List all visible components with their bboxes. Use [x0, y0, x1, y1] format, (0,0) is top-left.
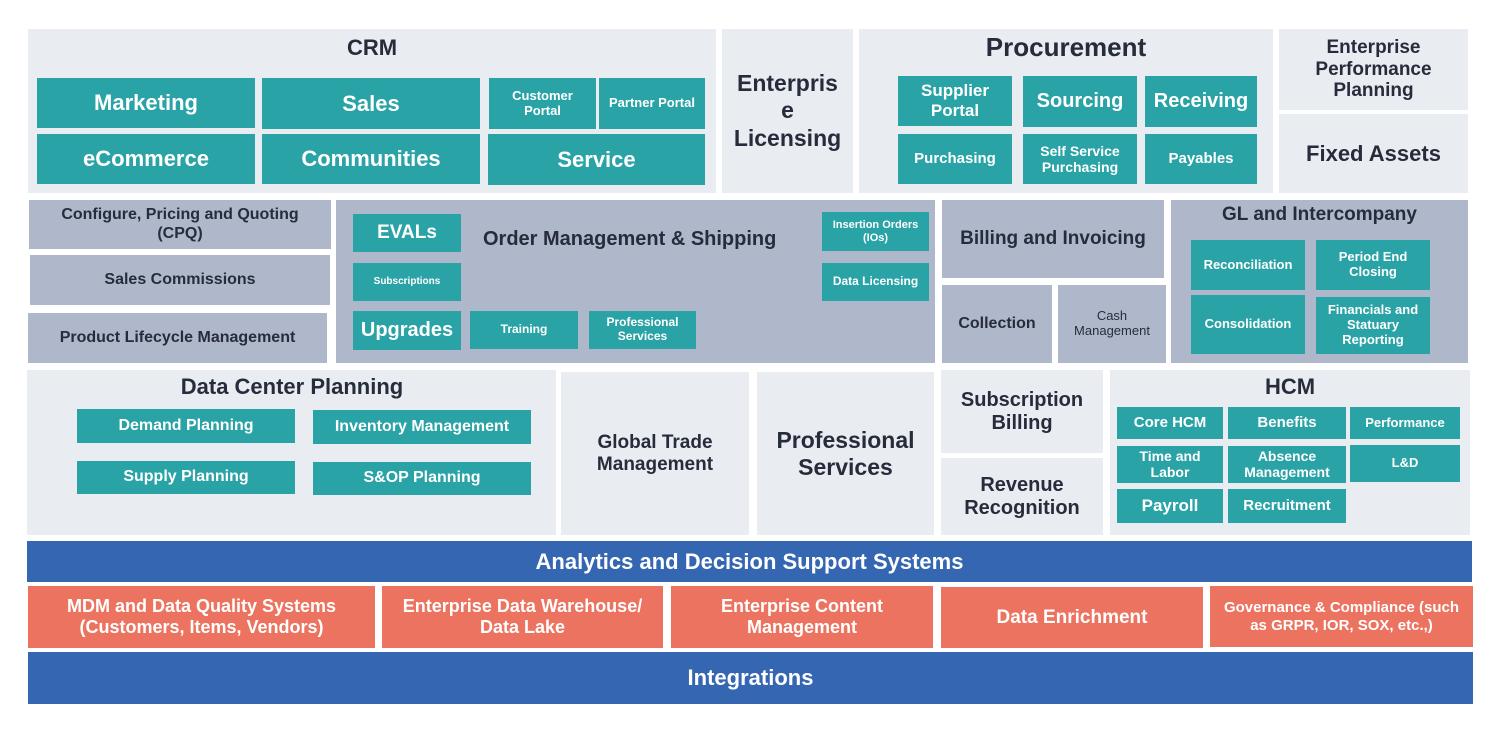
order-training[interactable]: Training [470, 311, 578, 349]
global-trade-management[interactable]: Global Trade Management [561, 372, 749, 535]
procurement-receiving[interactable]: Receiving [1145, 76, 1257, 127]
revenue-recognition[interactable]: Revenue Recognition [941, 458, 1103, 535]
dcp-sop-planning[interactable]: S&OP Planning [313, 462, 531, 495]
cash-management[interactable]: Cash Management [1058, 285, 1166, 363]
hcm-benefits[interactable]: Benefits [1228, 407, 1346, 439]
order-management-title: Order Management & Shipping [483, 228, 777, 250]
order-upgrades[interactable]: Upgrades [353, 311, 461, 350]
data-center-planning-title: Data Center Planning [180, 374, 404, 399]
cpq[interactable]: Configure, Pricing and Quoting (CPQ) [29, 200, 331, 249]
billing-and-invoicing[interactable]: Billing and Invoicing [942, 200, 1164, 278]
enterprise-licensing[interactable]: Enterpris e Licensing [722, 29, 853, 193]
order-evals[interactable]: EVALs [353, 214, 461, 252]
crm-customer-portal[interactable]: Customer Portal [489, 78, 596, 129]
analytics-and-decision-support[interactable]: Analytics and Decision Support Systems [27, 541, 1472, 582]
enterprise-performance-planning[interactable]: Enterprise Performance Planning [1279, 29, 1468, 110]
hcm-payroll[interactable]: Payroll [1117, 489, 1223, 523]
crm-service[interactable]: Service [488, 134, 705, 185]
procurement-purchasing[interactable]: Purchasing [898, 134, 1012, 184]
enterprise-content-management[interactable]: Enterprise Content Management [671, 586, 933, 648]
procurement-supplier-portal[interactable]: Supplier Portal [898, 76, 1012, 126]
product-lifecycle-management[interactable]: Product Lifecycle Management [28, 313, 327, 363]
subscription-billing[interactable]: Subscription Billing [941, 370, 1103, 453]
hcm-time-and-labor[interactable]: Time and Labor [1117, 446, 1223, 483]
crm-sales[interactable]: Sales [262, 78, 480, 129]
hcm-performance[interactable]: Performance [1350, 407, 1460, 439]
procurement-payables[interactable]: Payables [1145, 134, 1257, 184]
crm-marketing[interactable]: Marketing [37, 78, 255, 128]
gl-reconciliation[interactable]: Reconciliation [1191, 240, 1305, 290]
gl-consolidation[interactable]: Consolidation [1191, 295, 1305, 354]
crm-partner-portal[interactable]: Partner Portal [599, 78, 705, 129]
order-insertion-orders[interactable]: Insertion Orders (IOs) [822, 212, 929, 251]
data-enrichment[interactable]: Data Enrichment [941, 587, 1203, 648]
mdm-data-quality[interactable]: MDM and Data Quality Systems (Customers,… [28, 586, 375, 648]
order-data-licensing[interactable]: Data Licensing [822, 263, 929, 301]
crm-ecommerce[interactable]: eCommerce [37, 134, 255, 184]
hcm-l-and-d[interactable]: L&D [1350, 445, 1460, 482]
gl-financials-statuary-reporting[interactable]: Financials and Statuary Reporting [1316, 297, 1430, 354]
gl-title: GL and Intercompany [1222, 204, 1417, 225]
collection[interactable]: Collection [942, 285, 1052, 363]
professional-services[interactable]: Professional Services [757, 372, 934, 535]
hcm-recruitment[interactable]: Recruitment [1228, 489, 1346, 523]
crm-communities[interactable]: Communities [262, 134, 480, 184]
enterprise-data-warehouse[interactable]: Enterprise Data Warehouse/ Data Lake [382, 586, 663, 648]
data-center-planning-panel: Data Center Planning [27, 370, 556, 535]
procurement-sourcing[interactable]: Sourcing [1023, 76, 1137, 127]
gl-period-end-closing[interactable]: Period End Closing [1316, 240, 1430, 290]
hcm-title: HCM [1264, 374, 1316, 399]
dcp-demand-planning[interactable]: Demand Planning [77, 409, 295, 443]
sales-commissions[interactable]: Sales Commissions [30, 255, 330, 305]
procurement-title: Procurement [985, 32, 1147, 62]
governance-compliance[interactable]: Governance & Compliance (such as GRPR, I… [1210, 586, 1473, 647]
integrations[interactable]: Integrations [28, 652, 1473, 704]
procurement-self-service-purchasing[interactable]: Self Service Purchasing [1023, 134, 1137, 184]
dcp-inventory-management[interactable]: Inventory Management [313, 410, 531, 444]
hcm-absence-management[interactable]: Absence Management [1228, 446, 1346, 483]
hcm-core-hcm[interactable]: Core HCM [1117, 407, 1223, 439]
dcp-supply-planning[interactable]: Supply Planning [77, 461, 295, 494]
fixed-assets[interactable]: Fixed Assets [1279, 114, 1468, 193]
crm-title: CRM [346, 35, 398, 60]
order-professional-services[interactable]: Professional Services [589, 311, 696, 349]
order-subscriptions[interactable]: Subscriptions [353, 263, 461, 301]
